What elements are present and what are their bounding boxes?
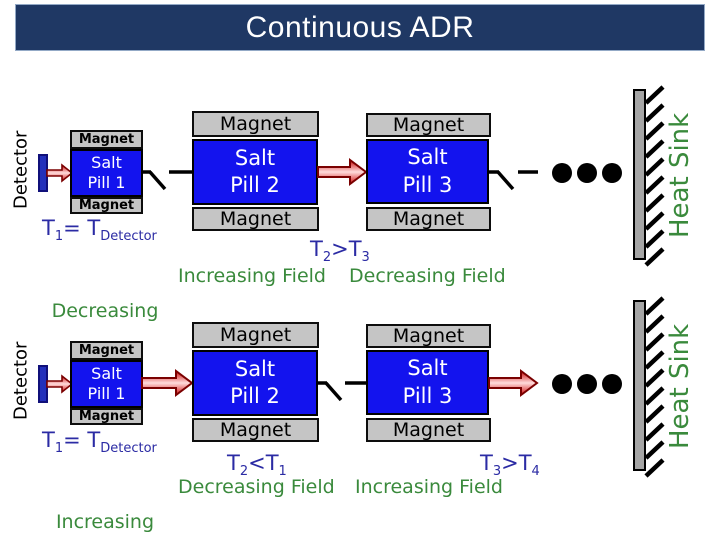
thermal-switch-open-icon (316, 381, 368, 402)
salt-pill-line1: Salt (407, 356, 448, 381)
salt-pill-line2: Pill 3 (402, 172, 453, 197)
continuation-dot (602, 374, 622, 394)
continuation-dot (552, 163, 572, 183)
slide-header: Continuous ADR (15, 4, 705, 51)
magnet-box: Magnet (366, 113, 491, 137)
temperature-label-right: T3>T4 (480, 451, 540, 480)
heat-sink-label: Heat Sink (665, 323, 695, 449)
magnet-box: Magnet (366, 207, 491, 231)
magnet-box: Magnet (70, 197, 143, 214)
temperature-label-mid: T2<T1 (227, 451, 287, 480)
page-title: Continuous ADR (245, 10, 475, 44)
magnet-box: Magnet (366, 324, 491, 348)
adr-stage-row-2: Detector Magnet Salt Pill 1 Magnet Magne… (0, 211, 720, 533)
salt-pill-line2: Pill 2 (230, 173, 280, 197)
continuation-dot (552, 374, 572, 394)
continuation-dot (602, 163, 622, 183)
salt-pill-line1: Salt (91, 153, 122, 172)
field-label-right: Increasing Field (355, 476, 503, 498)
continuation-dot (577, 163, 597, 183)
heat-sink-bar (633, 89, 646, 260)
salt-pill-line1: Salt (234, 356, 276, 381)
adr-stage-row-1: Detector Magnet Salt Pill 1 Magnet Magne… (10, 85, 695, 393)
magnet-box: Magnet (192, 322, 319, 348)
salt-pill-line2: Pill 1 (87, 173, 126, 192)
temperature-label-detector: T1= TDetector (42, 428, 157, 457)
salt-pill-2: Salt Pill 2 (192, 350, 318, 416)
salt-pill-line1: Salt (91, 364, 122, 383)
thermal-switch-open-icon (488, 170, 538, 191)
salt-pill-line1: Salt (407, 145, 448, 170)
magnet-box: Magnet (70, 408, 143, 425)
red-arrow-icon (46, 374, 74, 394)
magnet-box: Magnet (70, 341, 143, 360)
temperature-label-mid: T2>T3 (310, 237, 370, 266)
red-arrow-icon (317, 158, 368, 186)
salt-pill-1: Salt Pill 1 (70, 149, 143, 197)
field-label-right: Decreasing Field (349, 265, 506, 287)
red-arrow-icon (141, 369, 194, 397)
salt-pill-line2: Pill 1 (87, 384, 126, 403)
magnet-box: Magnet (70, 130, 143, 149)
thermal-switch-open-icon (141, 170, 195, 191)
temperature-label-detector: T1= TDetector (42, 216, 157, 245)
red-arrow-icon (46, 163, 74, 183)
red-arrow-icon (488, 369, 539, 397)
salt-pill-3: Salt Pill 3 (366, 139, 489, 204)
magnet-box: Magnet (192, 418, 319, 442)
detector-label: Detector (10, 341, 32, 421)
heat-sink-bar (633, 300, 646, 471)
heat-sink-hatching-icon (644, 296, 665, 478)
salt-pill-3: Salt Pill 3 (366, 350, 489, 415)
heat-sink-hatching-icon (644, 85, 665, 267)
magnet-box: Magnet (366, 418, 491, 442)
salt-pill-line2: Pill 2 (230, 384, 280, 408)
continuation-dot (577, 374, 597, 394)
detector-label: Detector (10, 130, 32, 210)
salt-pill-line2: Pill 3 (402, 383, 453, 408)
salt-pill-1: Salt Pill 1 (70, 360, 143, 408)
salt-pill-line1: Salt (234, 145, 276, 170)
salt-pill-2: Salt Pill 2 (192, 139, 318, 205)
field-label-mid: Increasing Field (178, 265, 326, 287)
magnet-box: Magnet (192, 111, 319, 137)
magnet-box: Magnet (192, 207, 319, 231)
field-label-left: Increasing Field (55, 510, 155, 533)
field-label-mid: Decreasing Field (178, 476, 335, 498)
